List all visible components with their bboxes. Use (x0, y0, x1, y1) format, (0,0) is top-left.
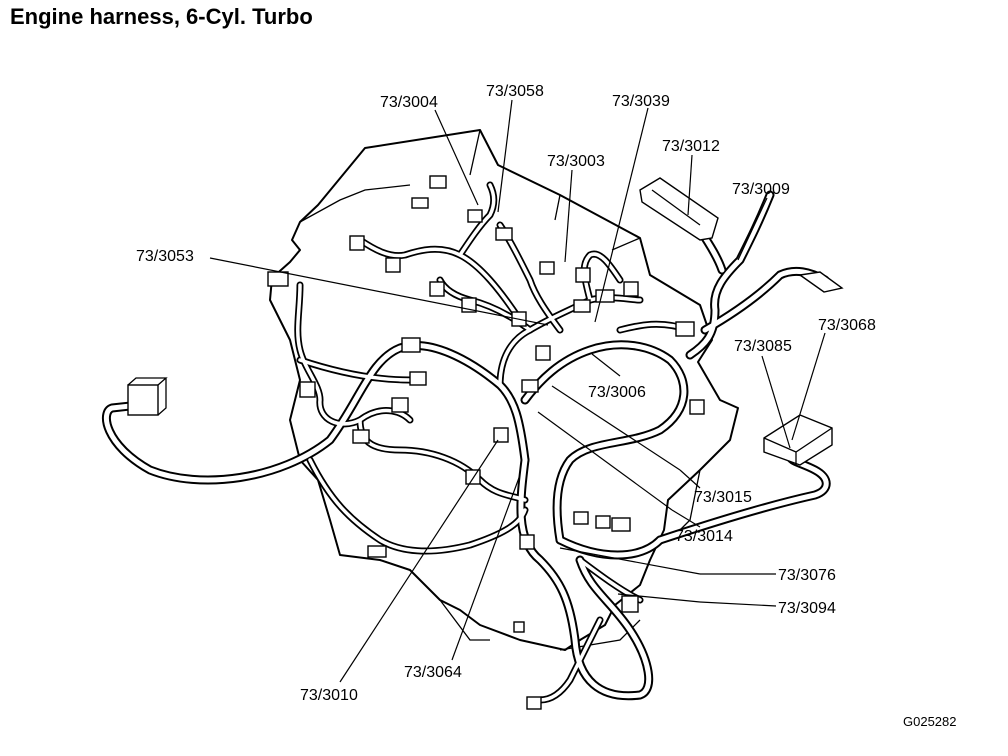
callout-73-3058: 73/3058 (486, 83, 544, 100)
callout-73-3068: 73/3068 (818, 317, 876, 334)
callout-73-3014: 73/3014 (675, 528, 733, 545)
connector (299, 381, 316, 398)
connector (267, 271, 289, 287)
connector (513, 621, 525, 633)
connector (575, 267, 591, 283)
callout-73-3004: 73/3004 (380, 94, 438, 111)
connector (352, 429, 370, 444)
connector (521, 379, 539, 393)
connector (401, 337, 421, 353)
connector (621, 595, 639, 613)
connector (595, 515, 611, 529)
leader-lines (209, 99, 826, 683)
connector (465, 469, 481, 485)
ecu-box (763, 414, 833, 466)
callout-73-3076: 73/3076 (778, 567, 836, 584)
callout-73-3015: 73/3015 (694, 489, 752, 506)
diagram-title: Engine harness, 6-Cyl. Turbo (10, 4, 313, 29)
connector (595, 289, 615, 303)
callout-73-3085: 73/3085 (734, 338, 792, 355)
cable-end-plug (798, 271, 844, 293)
callout-73-3003: 73/3003 (547, 153, 605, 170)
callout-73-3006: 73/3006 (588, 384, 646, 401)
connector (429, 281, 445, 297)
connector (391, 397, 409, 413)
callout-73-3009: 73/3009 (732, 181, 790, 198)
connector (611, 517, 631, 532)
figure-id: G025282 (903, 714, 957, 729)
bottom-plug (526, 696, 542, 710)
connector (367, 545, 387, 558)
harness-connectors (127, 175, 844, 710)
connector (675, 321, 695, 337)
relay-bracket (639, 177, 719, 241)
callout-73-3012: 73/3012 (662, 138, 720, 155)
connector (493, 427, 509, 443)
large-connector (127, 377, 168, 416)
connector (429, 175, 447, 189)
callout-73-3039: 73/3039 (612, 93, 670, 110)
callout-73-3064: 73/3064 (404, 664, 462, 681)
connector (495, 227, 513, 241)
connector (623, 281, 639, 297)
connector (689, 399, 705, 415)
connector (535, 345, 551, 361)
connector (573, 299, 591, 313)
connector (385, 257, 401, 273)
connector (539, 261, 555, 275)
connector (573, 511, 589, 525)
connector (519, 534, 535, 550)
callout-73-3010: 73/3010 (300, 687, 358, 704)
connector (411, 197, 429, 209)
connector (409, 371, 427, 386)
callout-labels: 73/3004 73/3058 73/3039 73/3003 73/3012 … (136, 83, 876, 704)
connector (349, 235, 365, 251)
connector (467, 209, 483, 223)
callout-73-3053: 73/3053 (136, 248, 194, 265)
callout-73-3094: 73/3094 (778, 600, 836, 617)
